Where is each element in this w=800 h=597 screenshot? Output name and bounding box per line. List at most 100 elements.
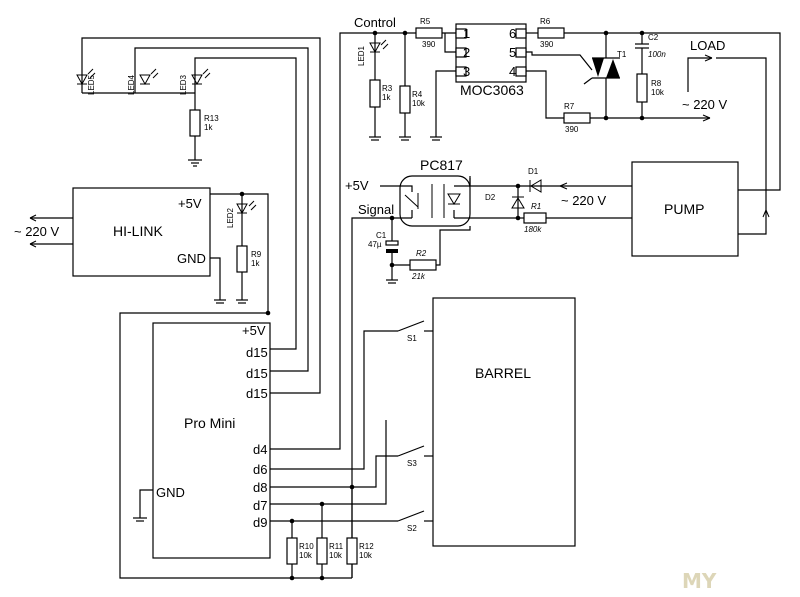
led1-symbol [369, 39, 389, 54]
moc3063-ic [455, 23, 527, 83]
ground-symbol [188, 159, 202, 167]
d2-name: D2 [485, 193, 496, 202]
switch-s3-label: S3 [407, 459, 417, 468]
pin-5v: +5V [242, 323, 266, 338]
load-ac-label: ~ 220 V [682, 97, 728, 112]
r7-name: R7 [564, 102, 575, 111]
pin-d4: d4 [253, 442, 267, 457]
r6-resistor [537, 27, 565, 39]
watermark: MY [682, 569, 717, 593]
r4-value: 10k [412, 99, 426, 108]
r2-name: R2 [416, 249, 427, 258]
pin-d6: d6 [253, 462, 267, 477]
r3-resistor [369, 79, 381, 108]
r4-name: R4 [412, 90, 423, 99]
led2-symbol [236, 200, 257, 215]
d1-name: D1 [528, 167, 539, 176]
pin-gnd: GND [156, 485, 185, 500]
led1-label: LED1 [357, 45, 366, 66]
pin-d9: d9 [253, 515, 267, 530]
barrel-section: BARREL S1 S3 S2 [270, 297, 576, 547]
diode-d1 [518, 179, 560, 193]
pulldown-resistors: R10 10k R11 10k R12 10k [286, 484, 374, 581]
t1-name: T1 [617, 50, 627, 59]
r13-resistor [189, 109, 201, 137]
r6-name: R6 [540, 17, 551, 26]
r9-value: 1k [251, 259, 260, 268]
r4-resistor [399, 85, 411, 114]
r8-resistor [636, 73, 648, 103]
switch-s1-label: S1 [407, 334, 417, 343]
led3-label: LED3 [179, 74, 188, 95]
r12-resistor [346, 537, 358, 565]
r9-name: R9 [251, 250, 262, 259]
c1-value: 47µ [368, 240, 382, 249]
r11-name: R11 [329, 542, 344, 551]
triac-section: R6 390 C2 100n R8 10k T1 R7 390 [526, 17, 781, 191]
r1-name: R1 [531, 202, 541, 211]
pump-title: PUMP [664, 201, 704, 217]
r13-value: 1k [204, 123, 213, 132]
r5-resistor [415, 27, 443, 39]
pin-d15-b: d15 [246, 366, 268, 381]
hilink-gnd: GND [177, 251, 206, 266]
led4-symbol [139, 68, 159, 86]
pc817-section: PC817 +5V Signal C1 47µ R2 21k [345, 157, 632, 578]
switch-s2-label: S2 [407, 524, 417, 533]
ic-pin-4: 4 [509, 64, 516, 79]
r10-resistor [286, 537, 298, 565]
pin-d15-a: d15 [246, 345, 268, 360]
r2-resistor [409, 259, 437, 271]
r11-resistor [316, 537, 328, 565]
pump-ac-label: ~ 220 V [561, 193, 607, 208]
signal-label: Signal [358, 202, 394, 217]
promini-module: Pro Mini +5V d15 d15 d15 d4 d6 d8 d7 d9 … [119, 310, 352, 579]
c2-name: C2 [648, 33, 659, 42]
control-label: Control [354, 15, 396, 30]
plus5v-label: +5V [345, 178, 369, 193]
hilink-title: HI-LINK [113, 223, 163, 239]
triac-t1 [583, 57, 620, 85]
r7-resistor [563, 112, 591, 124]
r5-name: R5 [420, 17, 431, 26]
r7-value: 390 [565, 125, 579, 134]
r9-resistor [236, 245, 248, 273]
led5-symbol [76, 68, 96, 86]
load-label: LOAD [690, 38, 725, 53]
led3-symbol [191, 68, 211, 86]
pc817-label: PC817 [420, 157, 463, 173]
pc817-body [399, 175, 471, 227]
r10-name: R10 [299, 542, 314, 551]
ic-pin-6: 6 [509, 26, 516, 41]
pin-d7: d7 [253, 498, 267, 513]
c1-name: C1 [376, 231, 387, 240]
barrel-title: BARREL [475, 365, 531, 381]
r8-value: 10k [651, 88, 665, 97]
ac-input-label: ~ 220 V [14, 224, 60, 239]
led2-label: LED2 [226, 207, 235, 228]
ic-pin-5: 5 [509, 45, 516, 60]
pin-d8: d8 [253, 480, 267, 495]
r1-resistor [523, 212, 547, 224]
r11-value: 10k [329, 551, 343, 560]
pump-module: PUMP [631, 57, 770, 257]
r1-value: 180k [524, 225, 542, 234]
pin-d15-c: d15 [246, 386, 268, 401]
hilink-module: HI-LINK +5V GND ~ 220 V LED2 R9 1k [14, 187, 269, 313]
r12-value: 10k [359, 551, 373, 560]
control-section: Control R5 390 LED1 R3 1k R4 10k [270, 15, 527, 450]
r6-value: 390 [540, 40, 554, 49]
r3-value: 1k [382, 93, 391, 102]
led4-label: LED4 [127, 74, 136, 95]
led-strip: LED5 LED4 LED3 R13 1k [76, 37, 321, 394]
moc3063-label: MOC3063 [460, 82, 524, 98]
ic-pin-1: 1 [463, 26, 470, 41]
r2-value: 21k [411, 272, 426, 281]
ic-pin-3: 3 [463, 64, 470, 79]
r8-name: R8 [651, 79, 662, 88]
promini-title: Pro Mini [184, 415, 235, 431]
r3-name: R3 [382, 84, 393, 93]
c2-value: 100n [648, 50, 666, 59]
diode-d2 [511, 186, 525, 218]
